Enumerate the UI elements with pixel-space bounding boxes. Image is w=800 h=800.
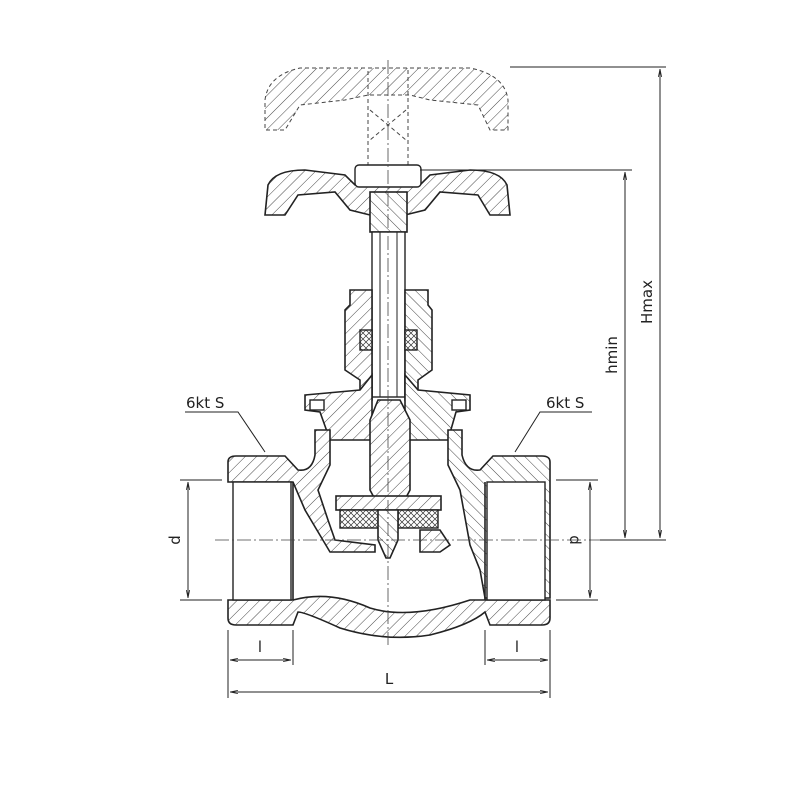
bonnet	[304, 289, 471, 506]
dimensions	[180, 66, 666, 698]
hex-size-label-left: 6kt S	[186, 394, 224, 412]
valve-body	[227, 429, 551, 639]
thread-diameter-label-right: d	[566, 535, 584, 545]
hmax-label: Hmax	[638, 280, 656, 324]
hex-size-label-right: 6kt S	[546, 394, 584, 412]
handwheel	[264, 164, 511, 233]
thread-length-label-left: l	[258, 638, 262, 656]
overall-length-label: L	[385, 670, 394, 688]
handwheel-open-position	[264, 67, 509, 169]
hmin-label: hmin	[603, 336, 621, 374]
thread-diameter-label-left: d	[166, 535, 184, 545]
stem	[371, 231, 406, 398]
centerlines	[215, 60, 640, 645]
thread-length-label-right: l	[515, 638, 519, 656]
